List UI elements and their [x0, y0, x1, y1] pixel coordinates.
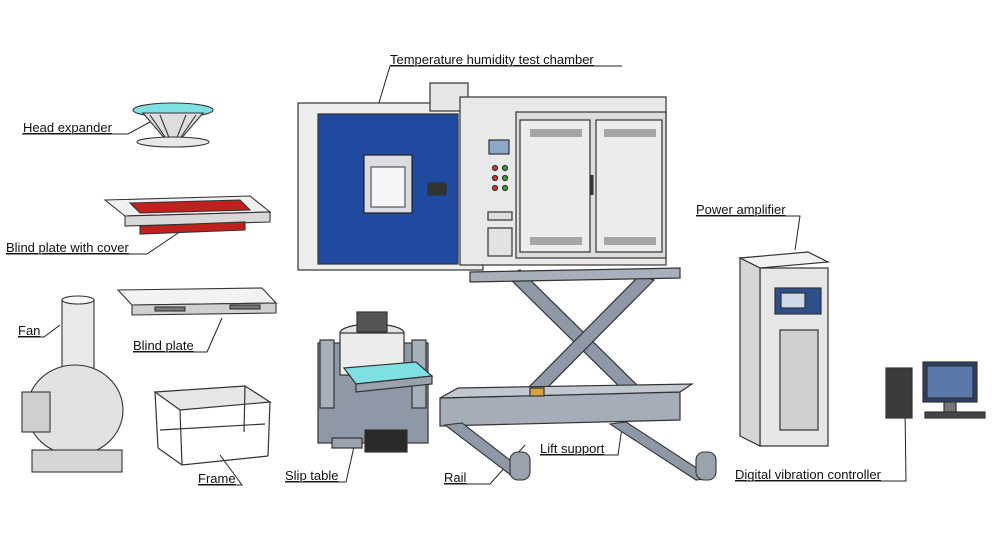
blind-plate-cover-illustration: [103, 195, 272, 235]
shaker-illustration: [317, 311, 434, 453]
controller-illustration: [885, 361, 986, 419]
blind-plate-illustration: [116, 287, 278, 316]
label-rail: Rail: [444, 470, 467, 485]
label-blind-plate-cover: Blind plate with cover: [6, 240, 129, 255]
chamber-illustration: [297, 82, 667, 271]
head-expander-illustration: [132, 102, 214, 148]
chamber-vents: [530, 129, 656, 245]
fan-illustration: [21, 295, 124, 473]
label-power-amplifier: Power amplifier: [696, 202, 786, 217]
power-amplifier-illustration: [737, 251, 831, 447]
label-blind-plate: Blind plate: [133, 338, 194, 353]
label-slip-table: Slip table: [285, 468, 339, 483]
frame-illustration: [153, 385, 272, 466]
scissor-lift: [439, 267, 695, 427]
label-head-expander: Head expander: [23, 120, 112, 135]
label-frame: Frame: [198, 471, 236, 486]
label-controller: Digital vibration controller: [735, 467, 881, 482]
label-lift-support: Lift support: [540, 441, 605, 456]
label-fan: Fan: [18, 323, 41, 338]
rails: [443, 421, 717, 481]
label-chamber: Temperature humidity test chamber: [390, 52, 594, 67]
